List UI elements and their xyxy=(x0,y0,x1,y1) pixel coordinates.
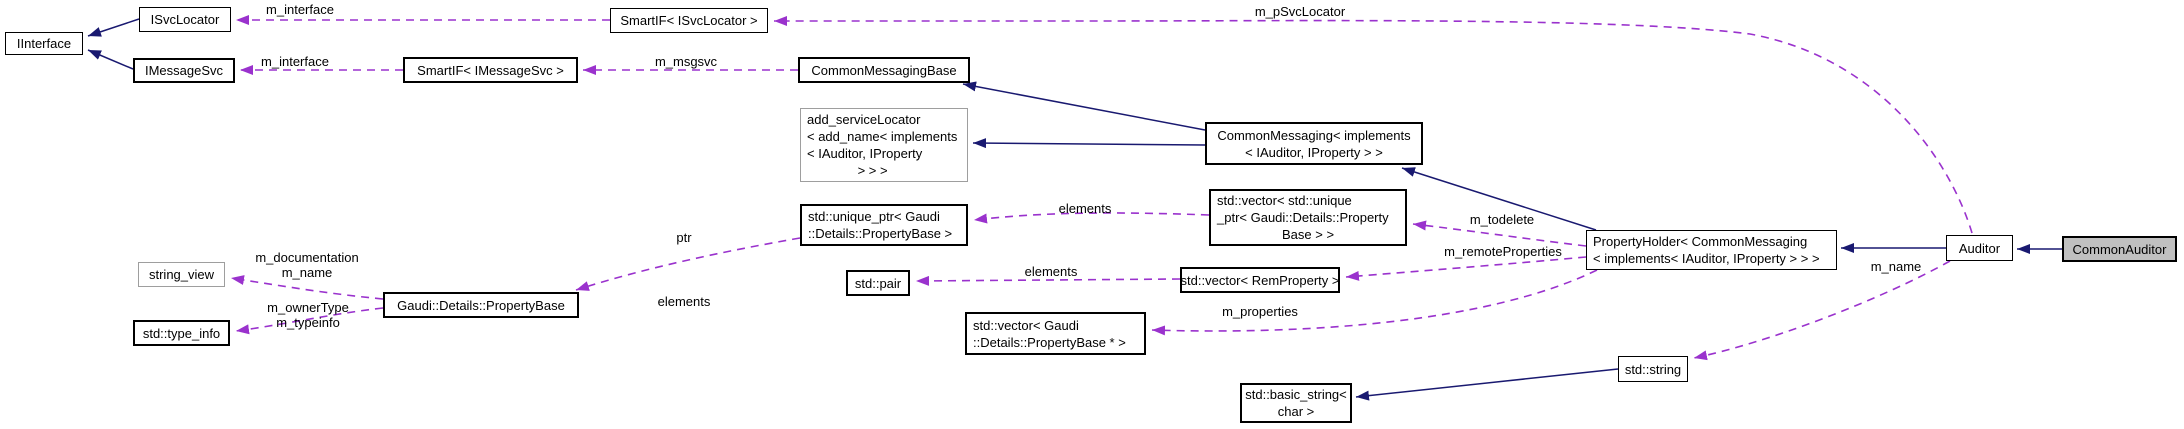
edge-label-m-ownertype-typeinfo: m_ownerType m_typeinfo xyxy=(267,300,349,330)
node-commonauditor: CommonAuditor xyxy=(2062,236,2177,262)
edge-label-m-msgsvc: m_msgsvc xyxy=(654,54,718,69)
edge-usage-m-name xyxy=(1693,260,1951,361)
edge-commonmessaging-add-servicelocator xyxy=(972,138,1206,149)
edge-label-elements-uptr: elements xyxy=(1058,201,1112,216)
node-smartif-imessagesvc[interactable]: SmartIF< IMessageSvc > xyxy=(403,57,578,83)
edge-usage-m-remoteproperties xyxy=(1345,256,1587,281)
edge-label-elements-pair: elements xyxy=(1024,264,1078,279)
node-iinterface[interactable]: IInterface xyxy=(5,32,83,55)
node-propertyholder[interactable]: PropertyHolder< CommonMessaging < implem… xyxy=(1586,230,1837,270)
edge-inherit-imessagesvc-iinterface xyxy=(87,49,134,70)
node-isvclocator[interactable]: ISvcLocator xyxy=(139,7,231,32)
node-vector-remproperty[interactable]: std::vector< RemProperty > xyxy=(1180,267,1340,293)
node-commonmessaging[interactable]: CommonMessaging< implements < IAuditor, … xyxy=(1205,122,1423,165)
edge-usage-m-documentation-name xyxy=(230,275,384,300)
node-type-info[interactable]: std::type_info xyxy=(133,320,230,346)
edge-label-m-todelete: m_todelete xyxy=(1469,212,1535,227)
edge-label-m-remoteproperties: m_remoteProperties xyxy=(1444,244,1562,259)
node-commonmessagingbase[interactable]: CommonMessagingBase xyxy=(798,57,970,83)
edge-inherit-stdstring-basicstring xyxy=(1355,368,1619,401)
edge-usage-m-ownertype-typeinfo xyxy=(235,307,384,335)
node-imessagesvc[interactable]: IMessageSvc xyxy=(133,58,235,83)
node-string-view: string_view xyxy=(138,262,225,287)
edge-label-m-psvclocator: m_pSvcLocator xyxy=(1254,4,1346,19)
node-basic-string[interactable]: std::basic_string< char > xyxy=(1240,383,1352,423)
node-smartif-isvclocator[interactable]: SmartIF< ISvcLocator > xyxy=(610,8,768,33)
edge-usage-elements-pair xyxy=(915,275,1181,286)
edge-usage-m-properties xyxy=(1151,269,1598,336)
edge-label-m-documentation-name: m_documentation m_name xyxy=(255,250,359,280)
node-std-string[interactable]: std::string xyxy=(1618,356,1688,382)
node-add-servicelocator: add_serviceLocator < add_name< implement… xyxy=(800,108,968,182)
node-propertybase[interactable]: Gaudi::Details::PropertyBase xyxy=(383,292,579,318)
edge-usage-elements-uniqueptr xyxy=(973,212,1210,224)
node-unique-ptr[interactable]: std::unique_ptr< Gaudi ::Details::Proper… xyxy=(800,204,968,246)
edge-inherit-commonmessaging-commonmessagingbase xyxy=(962,81,1206,131)
node-std-pair[interactable]: std::pair xyxy=(846,270,910,296)
node-vector-unique-ptr[interactable]: std::vector< std::unique _ptr< Gaudi::De… xyxy=(1209,189,1407,246)
edge-label-m-properties: m_properties xyxy=(1222,304,1298,319)
edge-label-m-interface-msg: m_interface xyxy=(261,54,329,69)
edge-inherit-isvclocator-iinterface xyxy=(87,18,140,37)
edge-label-m-name: m_name xyxy=(1870,259,1922,274)
edge-usage-m-psvclocator xyxy=(774,16,1973,234)
edge-label-elements-pb: elements xyxy=(657,294,711,309)
edge-inherit-propertyholder-commonmessaging xyxy=(1401,167,1597,231)
edge-label-m-interface-svc: m_interface xyxy=(266,2,334,17)
edge-label-ptr: ptr xyxy=(676,230,692,245)
node-vector-propertybase[interactable]: std::vector< Gaudi ::Details::PropertyBa… xyxy=(965,312,1146,355)
edge-usage-ptr xyxy=(575,237,801,291)
edge-usage-m-todelete xyxy=(1412,220,1587,247)
node-auditor[interactable]: Auditor xyxy=(1946,235,2013,261)
